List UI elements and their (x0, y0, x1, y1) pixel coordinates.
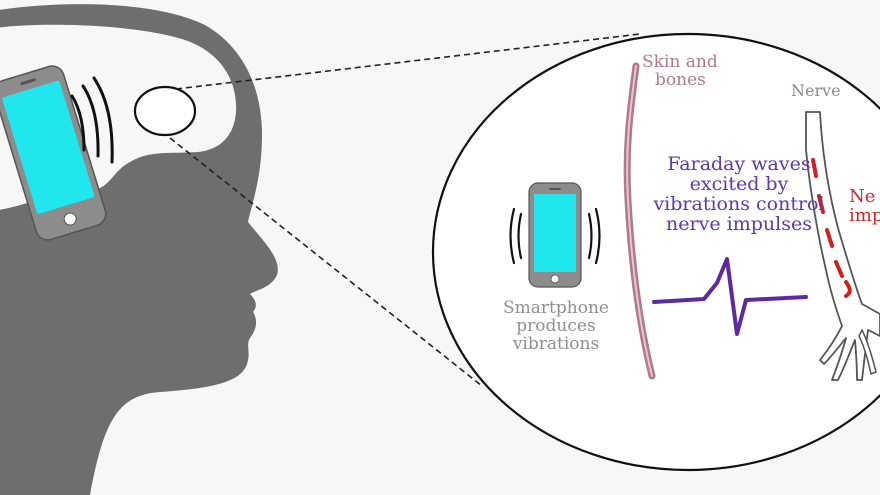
skin-bones-label-line2: bones (655, 69, 706, 90)
smartphone-small-icon (528, 182, 582, 288)
faraday-label-line4: nerve impulses (666, 212, 812, 235)
skin-bones-label: Skin and bones (642, 52, 718, 90)
phone-label-line2: produces (516, 315, 596, 336)
phone-small-home-button (550, 274, 560, 284)
phone-label-line1: Smartphone (503, 298, 609, 318)
faraday-wave-signal (652, 257, 808, 336)
nerve-trunk (805, 111, 880, 381)
phone-large-speaker (20, 78, 36, 86)
phone-large-home-button (63, 212, 77, 226)
skin-bone-layer (623, 62, 656, 380)
phone-small-speaker (549, 188, 561, 190)
nerve-impulse-label: Ne imp (849, 186, 880, 226)
nerve-impulse-dashes (811, 158, 852, 298)
impulse-label-line1: Ne (849, 186, 876, 207)
zoom-ellipse (431, 32, 880, 472)
phone-label-line3: vibrations (512, 333, 600, 354)
smartphone-large-icon (0, 65, 107, 241)
phone-small-screen (534, 194, 576, 272)
faraday-label-line3: vibrations control (653, 192, 825, 215)
nerve-label: Nerve (791, 81, 841, 100)
nerve-finger-extra (858, 328, 877, 376)
impulse-label-line2: imp (849, 204, 880, 226)
head-target-circle (133, 85, 197, 137)
nerve-fiber-icon (805, 111, 880, 381)
faraday-waves-label: Faraday waves excited by vibrations cont… (634, 153, 844, 235)
vibration-waves-large-icon (70, 76, 114, 164)
zoom-projection-lines (169, 33, 641, 387)
phone-large-screen (2, 80, 95, 214)
faraday-label-line2: excited by (689, 172, 789, 195)
skin-bones-label-line1: Skin and (642, 52, 718, 72)
smartphone-vibrations-label: Smartphone produces vibrations (496, 298, 616, 354)
vibration-waves-small-icon (509, 207, 601, 265)
faraday-label-line1: Faraday waves (667, 153, 811, 175)
